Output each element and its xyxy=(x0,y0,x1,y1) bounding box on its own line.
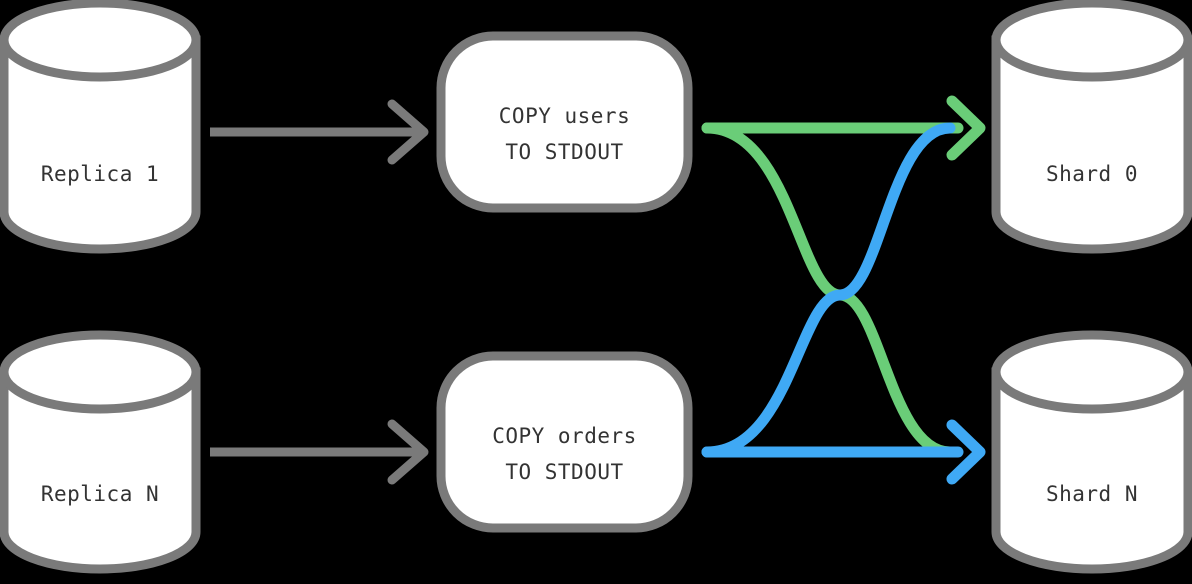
edge-copyusers-to-shardn xyxy=(701,122,956,458)
node-replica-n[interactable] xyxy=(0,330,201,574)
node-shard-n[interactable] xyxy=(991,330,1192,574)
node-replica-1[interactable] xyxy=(0,0,201,254)
arrowhead-blue-shardn xyxy=(946,419,986,485)
cylinder-top xyxy=(0,330,201,414)
arrow-head xyxy=(387,419,429,485)
arrow-head xyxy=(387,99,429,165)
cylinder-body xyxy=(0,35,201,254)
cylinder-top xyxy=(991,330,1192,414)
cylinder-top xyxy=(0,0,201,82)
process-box xyxy=(436,31,693,213)
node-copy-orders[interactable] xyxy=(436,351,693,533)
node-copy-users[interactable] xyxy=(436,31,693,213)
edge-path-curve xyxy=(701,122,956,458)
node-shard-0[interactable] xyxy=(991,0,1192,254)
cylinder-body xyxy=(0,367,201,574)
arrow-replican-to-copyorders xyxy=(210,419,429,485)
edge-copyorders-to-shard0 xyxy=(701,122,956,458)
cylinder-body xyxy=(991,367,1192,574)
cylinder-body xyxy=(991,35,1192,254)
arrow-replica1-to-copyusers xyxy=(210,99,429,165)
cylinder-top xyxy=(991,0,1192,82)
process-box xyxy=(436,351,693,533)
edge-path-curve xyxy=(701,122,956,458)
arrowhead-green-shard0 xyxy=(946,95,986,161)
